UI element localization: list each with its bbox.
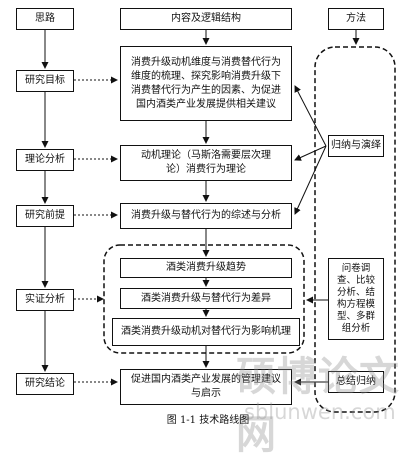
content-empirical-difference-text: 酒类消费升级与替代行为差异	[141, 292, 271, 304]
content-empirical-trend-box: 酒类消费升级趋势	[120, 258, 292, 278]
method-summary-box: 总结归纳	[328, 371, 384, 393]
step-label: 研究结论	[25, 378, 65, 389]
step-theory-analysis: 理论分析	[16, 149, 74, 171]
content-empirical-difference-box: 酒类消费升级与替代行为差异	[120, 288, 292, 309]
content-conclusion-text: 促进国内酒类产业发展的管理建议与启示	[131, 374, 281, 399]
header-method: 方法	[328, 8, 384, 30]
watermark-url: sblunwen.com	[244, 400, 396, 424]
content-premise-text: 消费升级与替代行为的综述与分析	[131, 210, 281, 221]
step-label: 研究前提	[25, 210, 65, 221]
content-theory-text: 动机理论（马斯洛需要层次理论）消费行为理论	[141, 150, 271, 175]
figure-caption: 图 1-1 技术路线图	[166, 415, 250, 426]
step-empirical-analysis: 实证分析	[16, 289, 74, 311]
content-goal-text: 消费升级动机维度与消费替代行为维度的梳理、探究影响消费升级下消费替代行为产生的因…	[131, 56, 281, 110]
content-premise-box: 消费升级与替代行为的综述与分析	[120, 203, 292, 229]
content-empirical-trend-text: 酒类消费升级趋势	[166, 262, 246, 273]
step-conclusion: 研究结论	[16, 373, 74, 395]
method-induction-text: 归纳与演绎	[331, 140, 381, 151]
header-content-label: 内容及逻辑结构	[171, 13, 241, 24]
step-label: 理论分析	[25, 154, 65, 165]
header-method-label: 方法	[346, 13, 366, 24]
content-empirical-mechanism-box: 酒类消费升级动机对替代行为影响机理	[112, 318, 300, 346]
method-empirical-box: 问卷调查、比较分析、结构方程模型、多群组分析	[328, 258, 384, 340]
content-empirical-mechanism-text: 酒类消费升级动机对替代行为影响机理	[121, 326, 291, 337]
method-summary-text: 总结归纳	[336, 376, 376, 387]
step-research-premise: 研究前提	[16, 205, 74, 227]
header-approach-label: 思路	[35, 13, 55, 24]
connector-lines	[41, 30, 396, 413]
content-goal-box: 消费升级动机维度与消费替代行为维度的梳理、探究影响消费升级下消费替代行为产生的因…	[120, 46, 292, 121]
header-approach: 思路	[16, 8, 74, 30]
content-conclusion-box: 促进国内酒类产业发展的管理建议与启示	[120, 369, 292, 405]
method-induction-box: 归纳与演绎	[328, 135, 384, 157]
step-label: 实证分析	[25, 294, 65, 305]
header-content: 内容及逻辑结构	[120, 8, 292, 30]
step-research-goal: 研究目标	[16, 70, 74, 92]
method-empirical-text: 问卷调查、比较分析、结构方程模型、多群组分析	[336, 263, 375, 334]
content-theory-box: 动机理论（马斯洛需要层次理论）消费行为理论	[120, 145, 292, 181]
step-label: 研究目标	[25, 75, 65, 86]
